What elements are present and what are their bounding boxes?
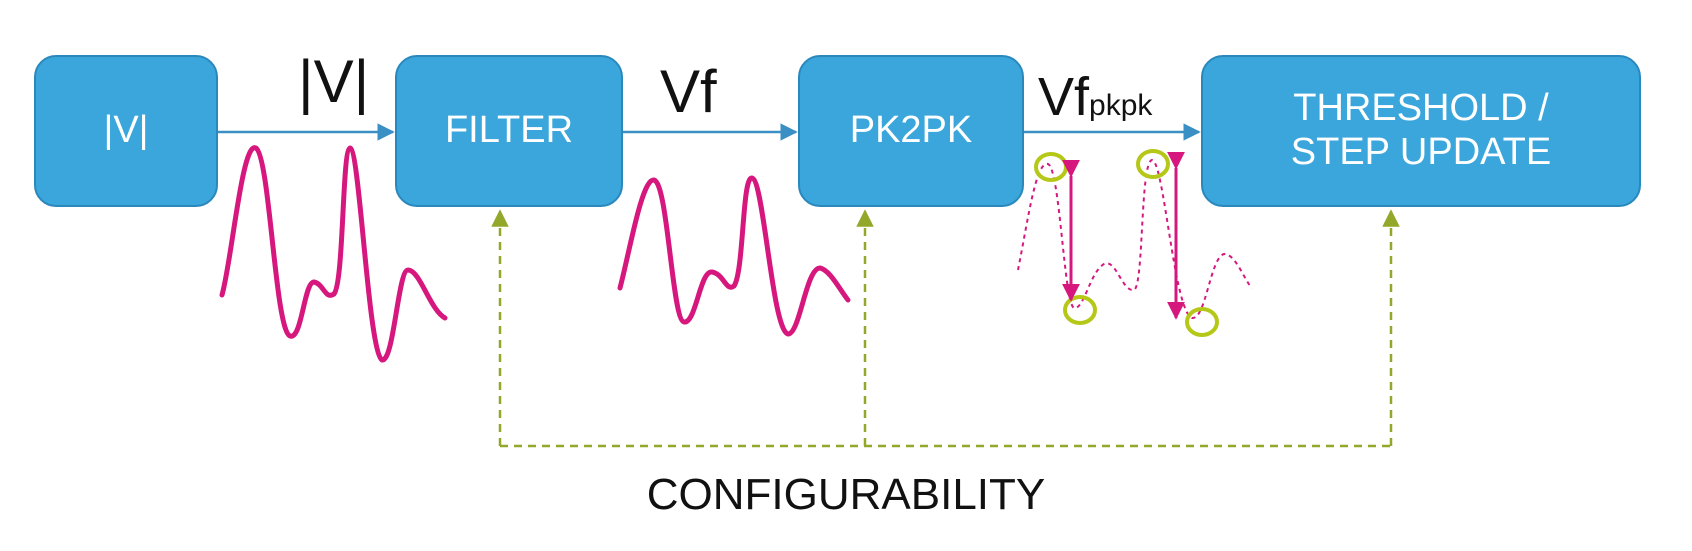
peak-marker-1 — [1034, 152, 1068, 182]
pk2pk-block: PK2PK — [798, 55, 1024, 207]
filter-block-label: FILTER — [444, 109, 574, 152]
threshold-step-update-block: THRESHOLD / STEP UPDATE — [1201, 55, 1641, 207]
configurability-label: CONFIGURABILITY — [646, 470, 1046, 519]
peak-to-peak-waveform — [1017, 158, 1253, 319]
peak-to-peak-label-main: Vf — [1038, 67, 1090, 127]
filtered-signal-label: Vf — [660, 58, 717, 125]
configurability-lines — [491, 209, 1400, 448]
filter-block: FILTER — [395, 55, 623, 207]
filtered-waveform — [617, 175, 851, 337]
peak-marker-2 — [1136, 149, 1170, 179]
peak-to-peak-signal-label: Vfpkpk — [1038, 70, 1152, 124]
threshold-block-line1: THRESHOLD / — [1293, 87, 1549, 130]
magnitude-block-label: |V| — [103, 109, 149, 152]
raw-waveform — [219, 145, 448, 363]
threshold-block-line2: STEP UPDATE — [1290, 131, 1552, 173]
magnitude-block: |V| — [34, 55, 218, 207]
trough-marker-2 — [1185, 307, 1219, 337]
peak-to-peak-label-sub: pkpk — [1089, 89, 1153, 122]
trough-marker-1 — [1063, 295, 1097, 325]
pk2pk-block-label: PK2PK — [849, 109, 973, 152]
magnitude-signal-label: |V| — [298, 48, 370, 115]
